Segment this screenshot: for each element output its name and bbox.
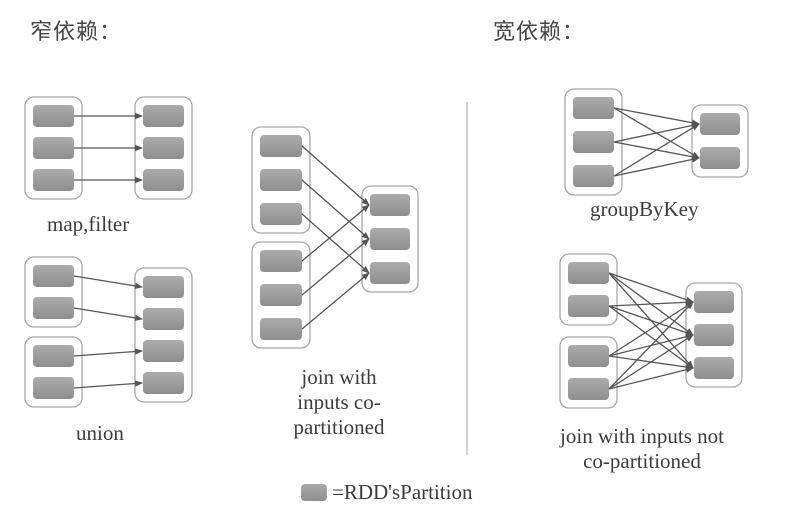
partition (33, 297, 74, 319)
caption-line: partitioned (293, 415, 385, 439)
partition (33, 377, 74, 399)
map-filter-caption: map,filter (47, 212, 130, 236)
dependency-arrow (301, 238, 370, 296)
dependency-arrow (301, 179, 370, 240)
dependency-arrow (73, 307, 143, 322)
caption-line: join with (301, 365, 377, 389)
partition (370, 228, 410, 250)
partition (568, 262, 609, 284)
partition (260, 169, 302, 191)
groupbykey-caption: groupByKey (590, 197, 699, 221)
partition (694, 291, 734, 313)
partition (260, 318, 302, 340)
partition (568, 378, 609, 400)
caption-line: inputs co- (297, 390, 381, 414)
partition (694, 324, 734, 346)
partition (573, 165, 614, 187)
dependency-arrow (301, 204, 370, 262)
partition (700, 147, 740, 169)
partition (260, 250, 302, 272)
dependency-arrow (73, 275, 143, 290)
partition (33, 105, 74, 127)
dependency-arrow (608, 301, 694, 390)
partition (33, 169, 74, 191)
dependency-arrow (608, 305, 694, 369)
union-caption: union (76, 421, 124, 445)
partition (143, 308, 184, 330)
groupbykey-diagram (564, 88, 749, 196)
partition (143, 137, 184, 159)
partition (694, 357, 734, 379)
dependency-arrow (73, 348, 143, 357)
partition (143, 105, 184, 127)
partition (260, 135, 302, 157)
map-filter-diagram (24, 96, 193, 200)
partition (33, 137, 74, 159)
join-co-partitioned-diagram (251, 126, 419, 349)
child-rdd-box (134, 267, 193, 403)
dependency-arrow (301, 272, 370, 330)
dependency-arrow (608, 301, 694, 357)
dependency-arrow (301, 213, 370, 274)
partition-swatch-icon (301, 484, 327, 501)
caption-line: join with inputs not (560, 424, 724, 448)
dependency-arrow (301, 145, 370, 206)
partition (143, 372, 184, 394)
dependency-arrow (608, 272, 694, 303)
partition (33, 265, 74, 287)
partition (568, 345, 609, 367)
join-co-partitioned-caption: join with inputs co- partitioned (276, 365, 402, 440)
wide-dependency-heading: 宽依赖： (493, 20, 586, 45)
partition (260, 203, 302, 225)
partition (143, 276, 184, 298)
dependency-arrow (613, 107, 700, 126)
legend-label: =RDD'sPartition (332, 480, 473, 504)
dependency-arrow (73, 380, 143, 389)
union-diagram (24, 256, 193, 408)
dependency-arrow (608, 366, 694, 390)
dependency-arrow (613, 156, 700, 177)
partition (568, 295, 609, 317)
join-not-co-partitioned-diagram (559, 253, 743, 409)
dependency-arrow (608, 305, 694, 336)
dependency-arrow (608, 299, 694, 307)
partition (370, 262, 410, 284)
partition (33, 345, 74, 367)
partition (370, 194, 410, 216)
caption-line: co-partitioned (583, 449, 701, 473)
dependency-arrow (613, 123, 700, 177)
narrow-dependency-heading: 窄依赖： (30, 20, 123, 45)
partition (573, 97, 614, 119)
partition (573, 131, 614, 153)
partition (143, 340, 184, 362)
dependency-arrow (613, 122, 700, 143)
join-not-co-partitioned-caption: join with inputs not co-partitioned (527, 424, 757, 474)
partition (700, 113, 740, 135)
partition (260, 284, 302, 306)
partition (143, 169, 184, 191)
dependency-arrow (608, 334, 694, 390)
